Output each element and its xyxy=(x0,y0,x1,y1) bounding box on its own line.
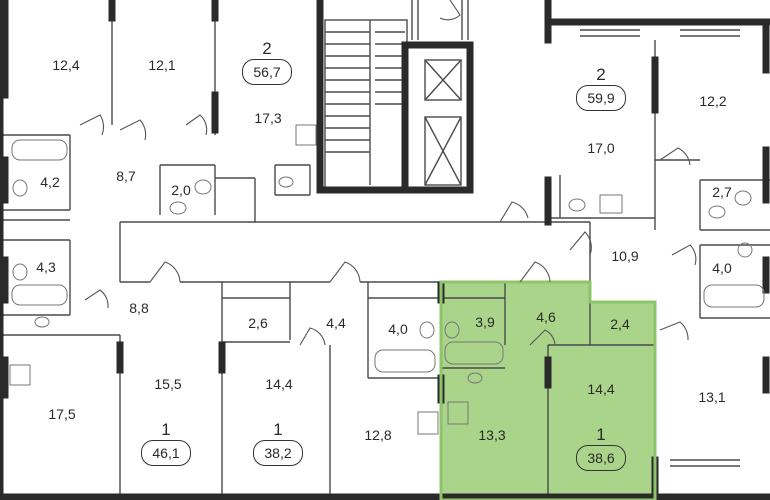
room-area: 17,0 xyxy=(587,140,615,156)
room-area: 13,3 xyxy=(478,427,506,443)
room-area: 3,9 xyxy=(475,314,495,330)
apartment-total-area: 56,7 xyxy=(242,59,292,85)
apartment-rooms: 1 xyxy=(273,420,283,439)
room-area: 17,5 xyxy=(48,406,76,422)
apartment-badge[interactable]: 1 38,2 xyxy=(251,420,305,466)
apartment-total-area: 59,9 xyxy=(576,85,626,111)
room-area: 4,4 xyxy=(326,315,346,331)
highlighted-apartment-outline xyxy=(439,280,657,500)
apartment-badge[interactable]: 2 59,9 xyxy=(574,65,628,111)
door-swings xyxy=(79,0,697,346)
room-area: 4,0 xyxy=(712,260,732,276)
room-area: 12,2 xyxy=(699,93,727,109)
apartment-total-area: 38,2 xyxy=(253,440,303,466)
room-area: 8,7 xyxy=(116,168,136,184)
room-area: 8,8 xyxy=(129,300,149,316)
room-area: 2,0 xyxy=(171,182,191,198)
room-area: 15,5 xyxy=(154,376,182,392)
room-area: 10,9 xyxy=(611,248,639,264)
apartment-total-area: 38,6 xyxy=(576,445,626,471)
apartment-rooms: 2 xyxy=(262,39,272,58)
room-area: 2,7 xyxy=(712,184,732,200)
apartment-badge[interactable]: 2 56,7 xyxy=(240,39,294,85)
room-area: 14,4 xyxy=(265,376,293,392)
apartment-rooms: 2 xyxy=(596,65,606,84)
room-area: 14,4 xyxy=(587,381,615,397)
room-area: 12,4 xyxy=(52,57,80,73)
room-area: 2,6 xyxy=(248,315,268,331)
room-area: 12,1 xyxy=(148,57,176,73)
apartment-total-area: 46,1 xyxy=(141,440,191,466)
room-area: 13,1 xyxy=(698,389,726,405)
room-area: 4,0 xyxy=(388,321,408,337)
apartment-rooms: 1 xyxy=(596,425,606,444)
apartment-badge[interactable]: 1 46,1 xyxy=(139,420,193,466)
room-area: 12,8 xyxy=(364,427,392,443)
plumbing-fixtures xyxy=(9,124,765,435)
apartment-rooms: 1 xyxy=(161,420,171,439)
room-area: 17,3 xyxy=(254,110,282,126)
room-area: 4,6 xyxy=(536,309,556,325)
room-area: 4,3 xyxy=(36,259,56,275)
room-area: 4,2 xyxy=(40,174,60,190)
apartment-badge-highlighted[interactable]: 1 38,6 xyxy=(574,425,628,471)
room-area: 2,4 xyxy=(610,316,630,332)
